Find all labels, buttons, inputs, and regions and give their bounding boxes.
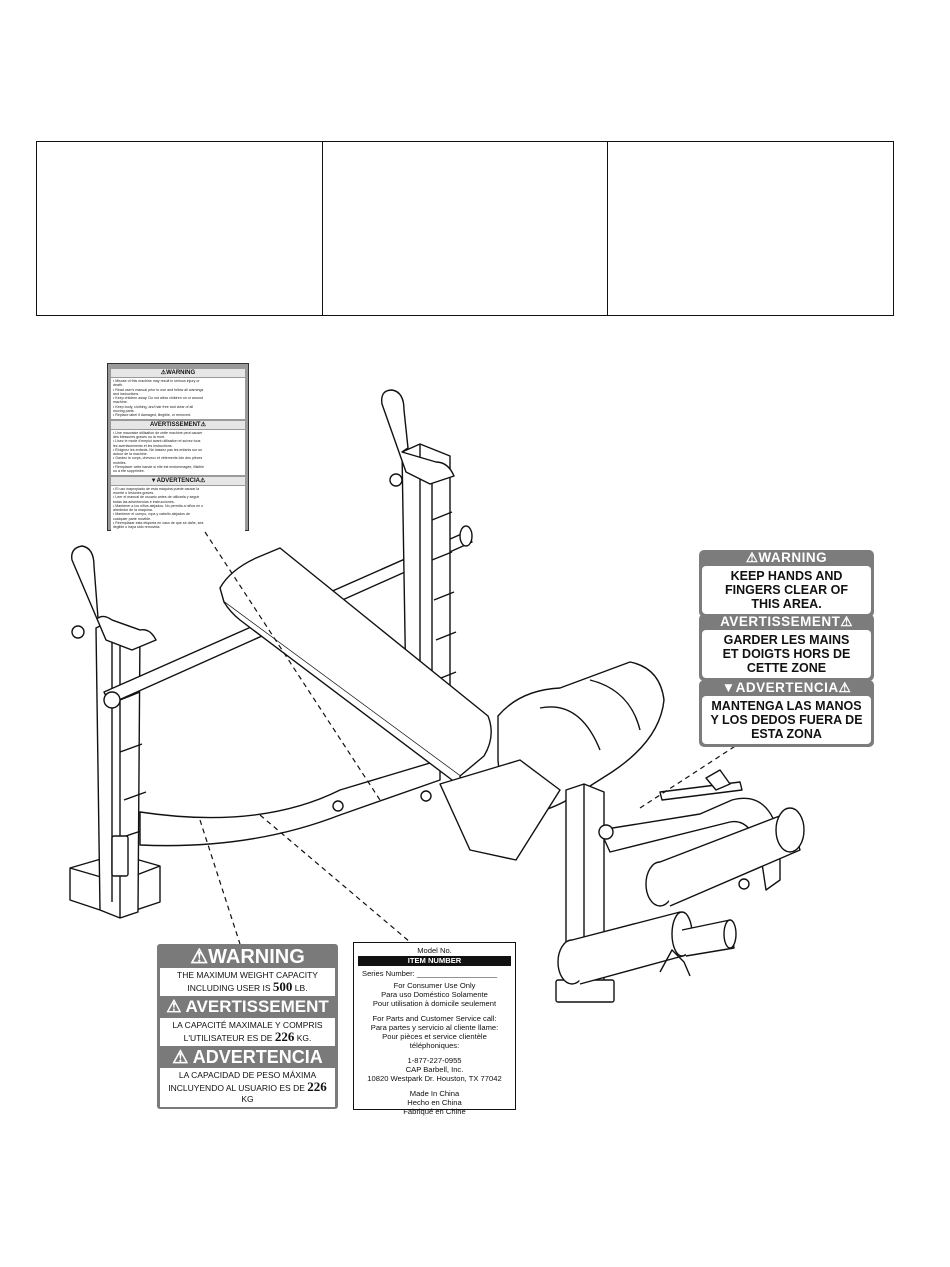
advertencia-text: • El uso inapropiado de esta máquina pue… — [111, 485, 245, 531]
avertissement-heading: AVERTISSEMENT⚠ — [111, 420, 245, 429]
weight-capacity-label: ⚠WARNING THE MAXIMUM WEIGHT CAPACITY INC… — [157, 944, 338, 1109]
hand-warning-text: MANTENGA LAS MANOS Y LOS DEDOS FUERA DE … — [702, 696, 871, 744]
capacity-warning-text: THE MAXIMUM WEIGHT CAPACITY INCLUDING US… — [160, 968, 335, 996]
model-number-caption: Model No. — [417, 946, 452, 955]
capacity-value: 500 — [272, 979, 293, 994]
warning-heading: ⚠WARNING — [111, 369, 245, 377]
capacity-value: 226 — [307, 1079, 327, 1094]
capacity-advertencia-text: LA CAPACIDAD DE PESO MÁXIMA INCLUYENDO A… — [160, 1068, 335, 1107]
hand-warning-heading: ▼ADVERTENCIA⚠ — [721, 680, 852, 695]
hand-warning-label-es: ▼ADVERTENCIA⚠ MANTENGA LAS MANOS Y LOS D… — [699, 680, 874, 747]
multilingual-warning-label: ⚠WARNING • Misuse of this machine may re… — [107, 363, 249, 531]
hand-warning-label-fr: AVERTISSEMENT⚠ GARDER LES MAINS ET DOIGT… — [699, 614, 874, 681]
model-info-label: Model No. ITEM NUMBER Series Number: ___… — [353, 942, 516, 1116]
hand-warning-heading: ⚠WARNING — [745, 550, 828, 565]
hand-warning-heading: AVERTISSEMENT⚠ — [720, 614, 853, 629]
company-address: 10820 Westpark Dr. Houston, TX 77042 — [367, 1074, 502, 1083]
capacity-value: 226 — [274, 1029, 295, 1044]
table-cell — [37, 142, 323, 315]
avertissement-text: • Une mauvaise utilisation de cette mach… — [111, 429, 245, 475]
capacity-avertissement-heading: ⚠ AVERTISSEMENT — [166, 997, 329, 1016]
table-cell — [323, 142, 609, 315]
hand-warning-label-en: ⚠WARNING KEEP HANDS AND FINGERS CLEAR OF… — [699, 550, 874, 617]
capacity-avertissement-text: LA CAPACITÉ MAXIMALE Y COMPRIS L'UTILISA… — [160, 1018, 335, 1046]
company-name: CAP Barbell, Inc. — [405, 1065, 464, 1074]
empty-table — [36, 141, 894, 316]
hand-warning-text: GARDER LES MAINS ET DOIGTS HORS DE CETTE… — [702, 630, 871, 678]
capacity-advertencia-heading: ⚠ ADVERTENCIA — [172, 1047, 323, 1067]
warning-text: • Misuse of this machine may result in s… — [111, 378, 245, 419]
phone-number: 1-877-227-0955 — [407, 1056, 462, 1065]
capacity-warning-heading: ⚠WARNING — [190, 946, 305, 968]
item-number-bar: ITEM NUMBER — [358, 956, 511, 966]
series-number: Series Number: ___________________ — [362, 969, 498, 978]
advertencia-heading: ▼ADVERTENCIA⚠ — [111, 476, 245, 485]
hand-warning-text: KEEP HANDS AND FINGERS CLEAR OF THIS ARE… — [702, 566, 871, 614]
